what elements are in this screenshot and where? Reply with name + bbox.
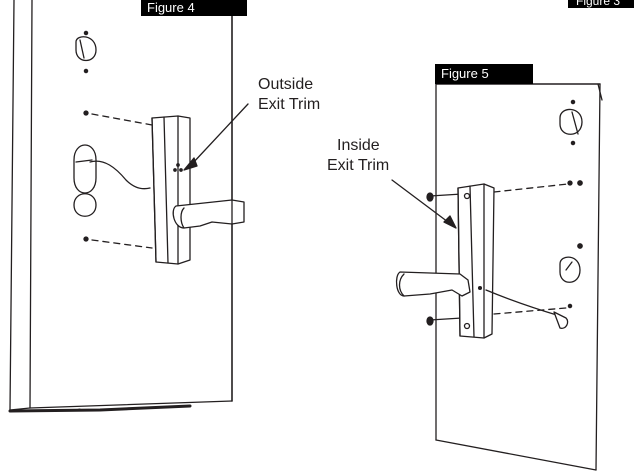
figure-5-top-hole [559, 99, 583, 146]
figure-4-label: Figure 4 [141, 0, 247, 16]
inside-trim-leader [391, 179, 457, 229]
outside-exit-trim-line1: Outside [258, 76, 314, 93]
figure-3-label-partial: Figure 3 [568, 0, 634, 8]
figure-5-door [435, 83, 603, 471]
figure-5-mount-holes [493, 180, 583, 315]
figure-4-top-hole [75, 30, 97, 74]
inside-exit-trim-callout: Inside Exit Trim [327, 136, 389, 176]
figure-4-mount-holes [83, 110, 153, 249]
outside-trim-leader [183, 103, 249, 171]
figure-4-outside-trim [151, 115, 245, 265]
outside-exit-trim-callout: Outside Exit Trim [258, 75, 320, 115]
inside-exit-trim-line2: Exit Trim [327, 157, 390, 174]
figure-4-cable-slot [73, 144, 151, 217]
figure-5-label: Figure 5 [435, 64, 533, 84]
inside-exit-trim-line1: Inside [337, 137, 380, 154]
figure-5-inside-trim [395, 183, 569, 339]
outside-exit-trim-line2: Exit Trim [258, 96, 321, 113]
